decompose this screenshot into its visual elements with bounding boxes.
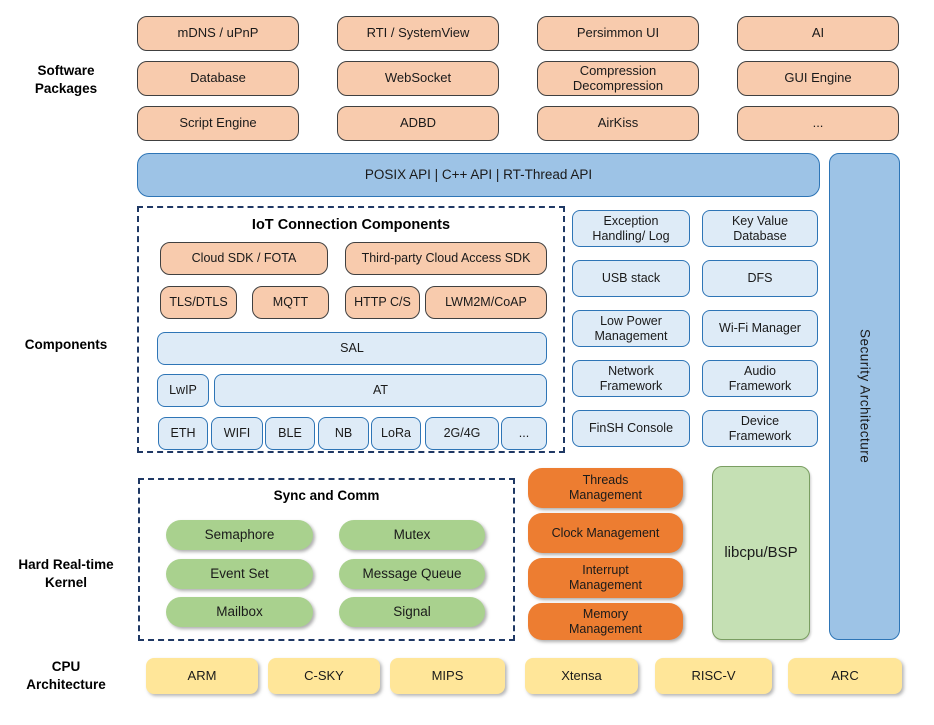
cpu-arm: ARM — [146, 658, 258, 694]
service-network-framework: Network Framework — [572, 360, 690, 397]
package-more: ... — [737, 106, 899, 141]
package-rti-systemview: RTI / SystemView — [337, 16, 499, 51]
package-websocket: WebSocket — [337, 61, 499, 96]
package-airkiss: AirKiss — [537, 106, 699, 141]
layer-label-hard-realtime-kernel: Hard Real-time Kernel — [18, 557, 114, 590]
iot-link-2g4g: 2G/4G — [425, 417, 499, 450]
service-dfs: DFS — [702, 260, 818, 297]
sync-and-comm-box: Sync and Comm Semaphore Mutex Event Set … — [138, 478, 515, 641]
package-ai: AI — [737, 16, 899, 51]
layer-label-components: Components — [24, 337, 108, 352]
layer-label-cpu-architecture: CPU Architecture — [26, 659, 106, 692]
service-exception-handling-log: Exception Handling/ Log — [572, 210, 690, 247]
service-wifi-manager: Wi-Fi Manager — [702, 310, 818, 347]
package-persimmon-ui: Persimmon UI — [537, 16, 699, 51]
kernel-mailbox: Mailbox — [166, 597, 313, 627]
iot-connection-components-title: IoT Connection Components — [251, 217, 451, 233]
cpu-risc-v: RISC-V — [655, 658, 772, 694]
kernel-event-set: Event Set — [166, 559, 313, 589]
cpu-mips: MIPS — [390, 658, 505, 694]
sync-and-comm-title: Sync and Comm — [273, 488, 380, 503]
service-key-value-database: Key Value Database — [702, 210, 818, 247]
iot-link-ble: BLE — [265, 417, 315, 450]
kernel-clock-management: Clock Management — [528, 513, 683, 553]
kernel-semaphore: Semaphore — [166, 520, 313, 550]
cpu-xtensa: Xtensa — [525, 658, 638, 694]
iot-link-eth: ETH — [158, 417, 208, 450]
iot-connection-components-box: IoT Connection Components Cloud SDK / FO… — [137, 206, 565, 453]
service-audio-framework: Audio Framework — [702, 360, 818, 397]
iot-link-nb: NB — [318, 417, 369, 450]
package-mdns-upnp: mDNS / uPnP — [137, 16, 299, 51]
iot-lwm2m-coap: LWM2M/CoAP — [425, 286, 547, 319]
service-usb-stack: USB stack — [572, 260, 690, 297]
iot-at: AT — [214, 374, 547, 407]
iot-mqtt: MQTT — [252, 286, 329, 319]
kernel-threads-management: Threads Management — [528, 468, 683, 508]
package-database: Database — [137, 61, 299, 96]
iot-link-lora: LoRa — [371, 417, 421, 450]
kernel-interrupt-management: Interrupt Management — [528, 558, 683, 598]
iot-cloud-sdk-fota: Cloud SDK / FOTA — [160, 242, 328, 275]
package-script-engine: Script Engine — [137, 106, 299, 141]
package-compression-decompression: Compression Decompression — [537, 61, 699, 96]
security-architecture-bar: Security Architecture — [829, 153, 900, 640]
component-services-grid: Exception Handling/ Log Key Value Databa… — [572, 210, 818, 447]
iot-http-cs: HTTP C/S — [345, 286, 420, 319]
cpu-c-sky: C-SKY — [268, 658, 380, 694]
api-layer-bar: POSIX API | C++ API | RT-Thread API — [137, 153, 820, 197]
service-finsh-console: FinSH Console — [572, 410, 690, 447]
kernel-mutex: Mutex — [339, 520, 485, 550]
software-packages-grid: mDNS / uPnP RTI / SystemView Persimmon U… — [137, 16, 899, 141]
kernel-memory-management: Memory Management — [528, 603, 683, 640]
iot-lwip: LwIP — [157, 374, 209, 407]
service-device-framework: Device Framework — [702, 410, 818, 447]
kernel-message-queue: Message Queue — [339, 559, 485, 589]
iot-third-party-cloud-sdk: Third-party Cloud Access SDK — [345, 242, 547, 275]
iot-link-wifi: WIFI — [211, 417, 263, 450]
kernel-libcpu-bsp: libcpu/BSP — [712, 466, 810, 640]
layer-label-software-packages: Software Packages — [34, 63, 98, 96]
cpu-arc: ARC — [788, 658, 902, 694]
iot-link-more: ... — [501, 417, 547, 450]
kernel-signal: Signal — [339, 597, 485, 627]
package-gui-engine: GUI Engine — [737, 61, 899, 96]
iot-tls-dtls: TLS/DTLS — [160, 286, 237, 319]
iot-sal: SAL — [157, 332, 547, 365]
package-adbd: ADBD — [337, 106, 499, 141]
service-low-power-management: Low Power Management — [572, 310, 690, 347]
